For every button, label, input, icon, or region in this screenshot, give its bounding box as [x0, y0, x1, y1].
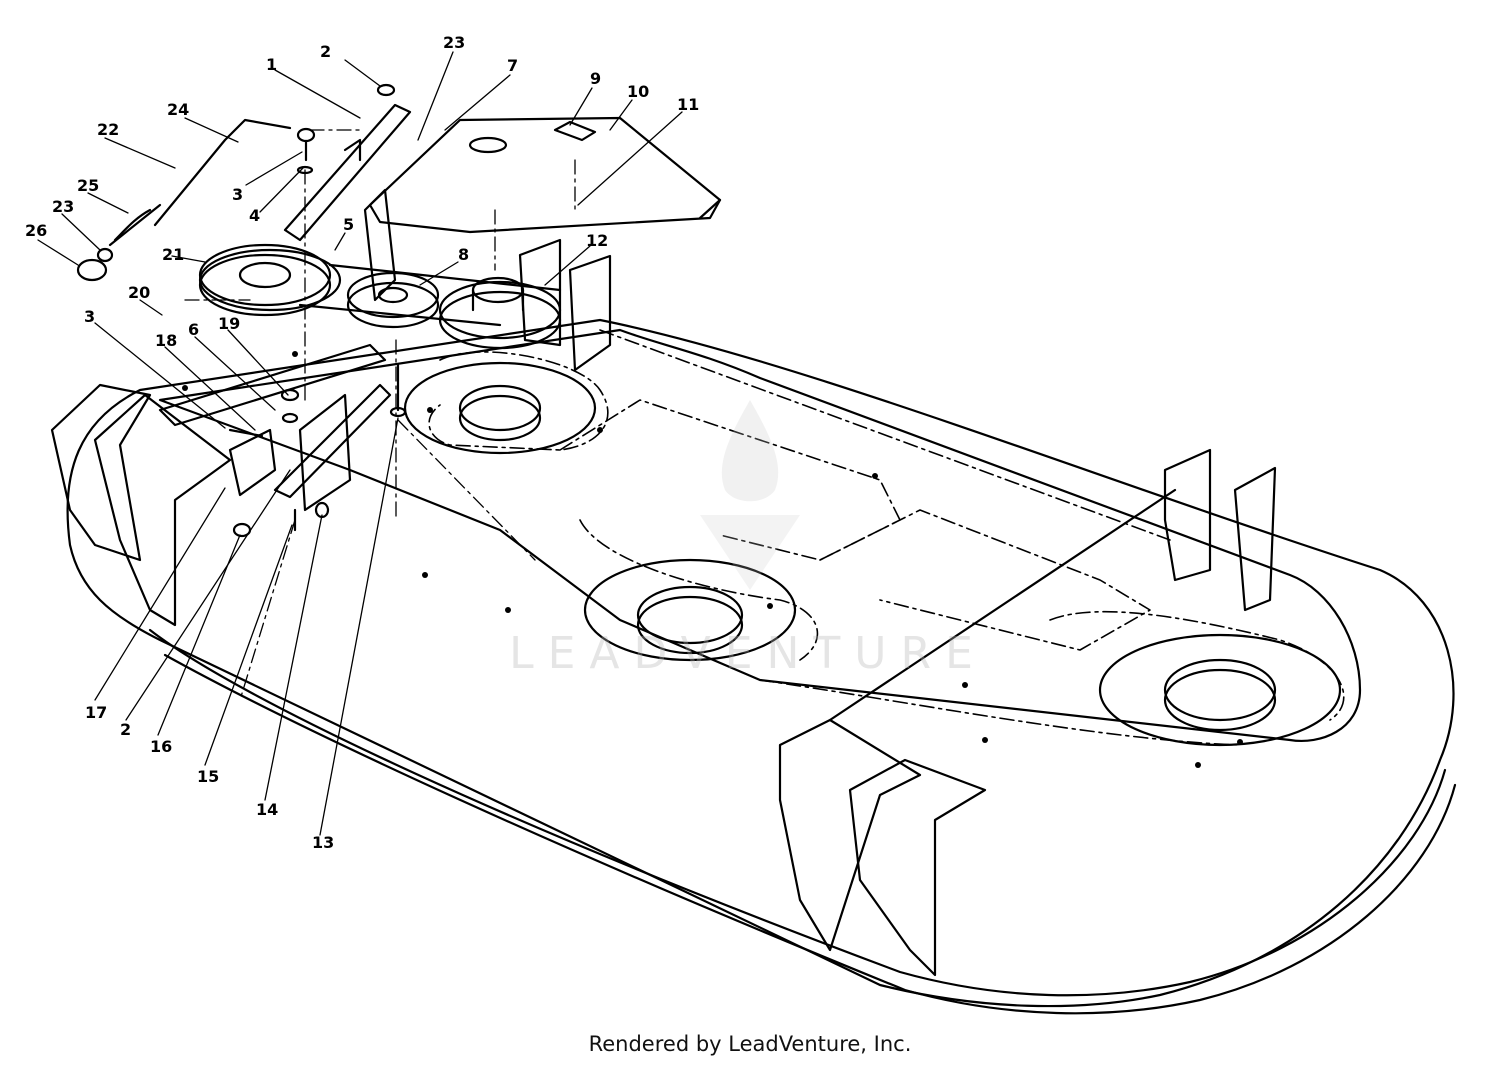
callout-labels: 1 2 23 7 9 10 11 24 22 3 4 25 23 26 5 21… [25, 33, 699, 852]
deck-skirt-inner [148, 628, 1447, 997]
spindle-right [1098, 633, 1342, 747]
callout-9: 9 [590, 69, 601, 88]
pulley-21 [198, 243, 332, 317]
footer-credit: Rendered by LeadVenture, Inc. [588, 1032, 912, 1056]
spindle-left [403, 361, 597, 455]
assembly-lines [184, 129, 576, 701]
callout-2b: 2 [120, 720, 131, 739]
callout-20: 20 [128, 283, 150, 302]
spindle-pulley [438, 276, 562, 350]
callout-17: 17 [85, 703, 107, 722]
callout-5: 5 [343, 215, 354, 234]
deck-outline [66, 318, 1455, 1008]
callout-18: 18 [155, 331, 177, 350]
callout-19: 19 [218, 314, 240, 333]
callout-10: 10 [627, 82, 649, 101]
callout-23: 23 [443, 33, 465, 52]
callout-13: 13 [312, 833, 334, 852]
callout-4: 4 [249, 206, 260, 225]
callout-15: 15 [197, 767, 219, 786]
pulley-8 [346, 271, 440, 329]
callout-3b: 3 [84, 307, 95, 326]
callout-3a: 3 [232, 185, 243, 204]
deck-skirt-bottom [163, 653, 1457, 1015]
callout-12: 12 [586, 231, 608, 250]
hanger-brackets [518, 238, 1277, 612]
callout-16: 16 [150, 737, 172, 756]
tension-rod [108, 118, 292, 247]
deck-holes [182, 351, 1243, 768]
belt-cover [368, 116, 722, 234]
callout-24: 24 [167, 100, 189, 119]
callout-21: 21 [162, 245, 184, 264]
callout-26: 26 [25, 221, 47, 240]
lower-bracket [158, 343, 392, 512]
spindle-center [583, 558, 797, 662]
callout-22: 22 [97, 120, 119, 139]
deck-rod [828, 488, 1177, 722]
spring-cap [76, 258, 108, 282]
nut-23 [96, 247, 114, 263]
callout-7: 7 [507, 56, 518, 75]
front-deflector-left [50, 383, 232, 627]
callout-6: 6 [188, 320, 199, 339]
callout-8: 8 [458, 245, 469, 264]
callout-1: 1 [266, 55, 277, 74]
leader-lines [37, 51, 683, 836]
callout-14: 14 [256, 800, 278, 819]
callout-23b: 23 [52, 197, 74, 216]
rear-deflector [778, 718, 987, 977]
callout-11: 11 [677, 95, 699, 114]
callout-25: 25 [77, 176, 99, 195]
deck-top-plate [158, 328, 1362, 742]
callout-2: 2 [320, 42, 331, 61]
